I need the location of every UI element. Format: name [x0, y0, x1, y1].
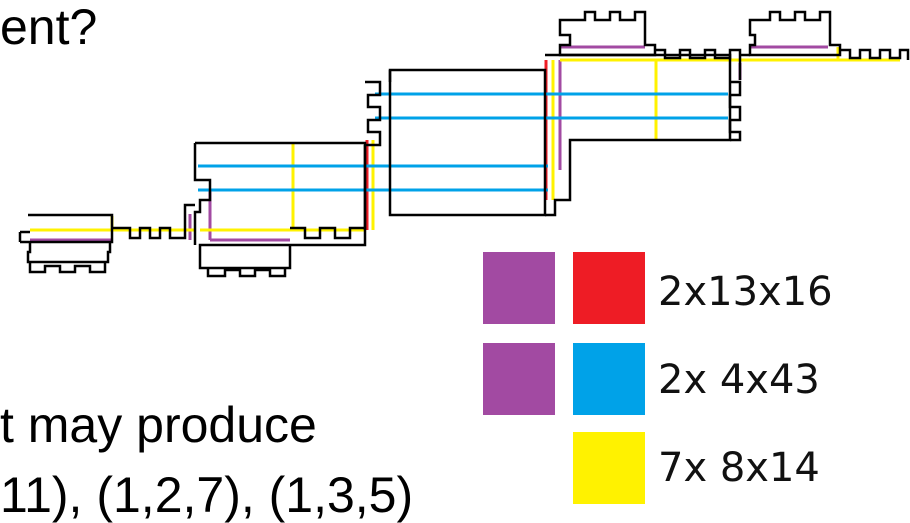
piece-outline [28, 262, 107, 274]
piece-outline [545, 53, 732, 217]
piece-outline [206, 268, 287, 278]
legend-label: 2x 4x43 [658, 357, 820, 403]
piece-outline [112, 203, 195, 240]
piece-outline [840, 48, 910, 60]
legend-label: 2x13x16 [658, 269, 833, 315]
legend-swatch-purple [483, 343, 555, 415]
body-text-line-1: t may produce [0, 397, 317, 453]
piece-outline [388, 68, 547, 217]
piece-outline [558, 10, 657, 57]
piece-outline [18, 213, 114, 264]
heading-fragment: ent? [0, 0, 98, 55]
legend-swatch-red [573, 252, 645, 324]
legend-swatch-blue [573, 343, 645, 415]
piece-outline [748, 10, 842, 57]
piece-outline [655, 48, 742, 80]
piece-outline [728, 80, 742, 142]
box-packing-diagram [18, 10, 910, 278]
piece-outline [290, 226, 365, 240]
piece-outline [193, 141, 367, 270]
piece-outline [365, 80, 382, 147]
body-text-line-2: 11), (1,2,7), (1,3,5) [0, 467, 414, 523]
legend-swatch-yellow [573, 432, 645, 504]
legend-swatch-purple [483, 252, 555, 324]
piece-outline [363, 70, 392, 230]
legend-label: 7x 8x14 [658, 445, 820, 491]
